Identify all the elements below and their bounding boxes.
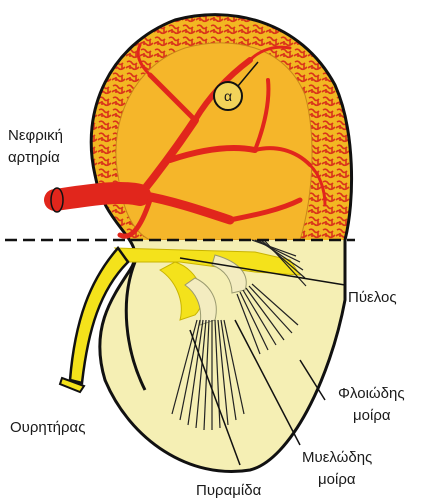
label-medulla-2: μοίρα bbox=[318, 471, 356, 488]
renal-artery-stump bbox=[51, 188, 63, 212]
label-ureter: Ουρητήρας bbox=[10, 419, 85, 436]
label-medulla-1: Μυελώδης bbox=[302, 449, 372, 466]
label-renal-artery-2: αρτηρία bbox=[8, 149, 60, 166]
marker-label: α bbox=[224, 88, 232, 104]
label-cortex-1: Φλοιώδης bbox=[338, 385, 405, 402]
label-pyramid: Πυραμίδα bbox=[196, 482, 262, 499]
label-cortex-2: μοίρα bbox=[353, 407, 391, 424]
label-pelvis: Πύελος bbox=[348, 289, 397, 306]
label-renal-artery-1: Νεφρική bbox=[8, 127, 63, 144]
